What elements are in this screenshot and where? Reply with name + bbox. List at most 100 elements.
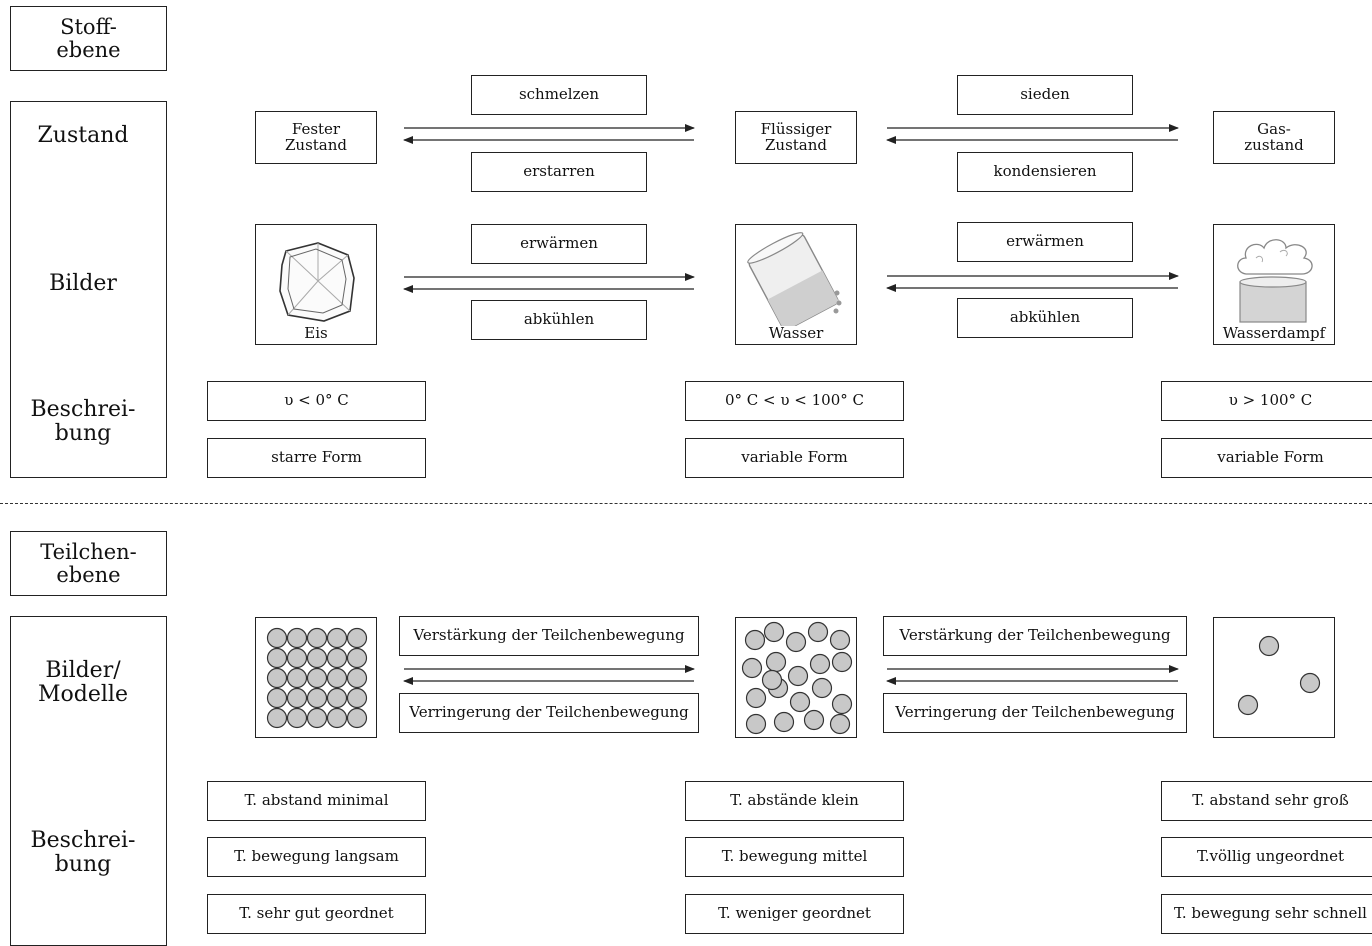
particle-liquid [787, 665, 809, 687]
model-liquid [735, 617, 857, 738]
label-kondensieren: kondensieren [957, 152, 1133, 192]
tdesc-solid-2: T. bewegung langsam [207, 837, 426, 877]
particle-liquid [803, 709, 825, 731]
teilchen-row-panel [10, 616, 167, 946]
ice-cube-icon [279, 242, 355, 322]
row-label-modelle: Bilder/ Modelle [38, 658, 128, 708]
label-erwaermen-2: erwärmen [957, 222, 1133, 262]
particle-solid [286, 687, 308, 709]
model-solid [255, 617, 377, 738]
particle-solid [306, 667, 328, 689]
state-liquid: Flüssiger Zustand [735, 111, 857, 164]
picture-caption-eis: Eis [304, 324, 328, 343]
particle-liquid [765, 651, 787, 673]
particle-solid [306, 687, 328, 709]
particle-solid [266, 687, 288, 709]
label-abkuehlen-1: abkühlen [471, 300, 647, 340]
particle-gas [1237, 694, 1259, 716]
state-solid: Fester Zustand [255, 111, 377, 164]
row-label-zustand: Zustand [37, 123, 129, 148]
stoff-row-panel [10, 101, 167, 478]
tdesc-gas-2: T.völlig ungeordnet [1161, 837, 1372, 877]
state-gas: Gas- zustand [1213, 111, 1335, 164]
liquid-particles-svg [741, 621, 853, 735]
particle-solid [326, 707, 348, 729]
particle-liquid [761, 669, 783, 691]
tdesc-liquid-2: T. bewegung mittel [685, 837, 904, 877]
desc-gas-temp: υ > 100° C [1161, 381, 1372, 421]
row-label-bilder: Bilder [49, 271, 117, 296]
particle-liquid [745, 713, 767, 735]
stoffebene-header: Stoff- ebene [10, 6, 167, 71]
particle-liquid [773, 711, 795, 733]
tdesc-solid-1: T. abstand minimal [207, 781, 426, 821]
label-schmelzen: schmelzen [471, 75, 647, 115]
tdesc-solid-3: T. sehr gut geordnet [207, 894, 426, 934]
particle-solid [346, 687, 368, 709]
label-verringerung-1: Verringerung der Teilchenbewegung [399, 693, 699, 733]
model-gas [1213, 617, 1335, 738]
particle-solid [326, 687, 348, 709]
particle-liquid [785, 631, 807, 653]
particle-liquid [811, 677, 833, 699]
picture-ice: Eis [255, 224, 377, 345]
label-verringerung-2: Verringerung der Teilchenbewegung [883, 693, 1187, 733]
picture-water: Wasser [735, 224, 857, 345]
particle-solid [286, 667, 308, 689]
particle-solid [286, 647, 308, 669]
particle-liquid [809, 653, 831, 675]
label-erstarren: erstarren [471, 152, 647, 192]
label-erwaermen-1: erwärmen [471, 224, 647, 264]
water-glass-icon [747, 232, 842, 326]
particle-solid [266, 647, 288, 669]
tdesc-liquid-3: T. weniger geordnet [685, 894, 904, 934]
particle-liquid [789, 691, 811, 713]
particle-solid [306, 707, 328, 729]
particle-solid [326, 627, 348, 649]
particle-solid [306, 627, 328, 649]
desc-solid-form: starre Form [207, 438, 426, 478]
label-abkuehlen-2: abkühlen [957, 298, 1133, 338]
section-divider [0, 503, 1372, 504]
particle-gas [1258, 635, 1280, 657]
particle-solid [266, 667, 288, 689]
desc-gas-form: variable Form [1161, 438, 1372, 478]
particle-liquid [831, 651, 853, 673]
tdesc-gas-3: T. bewegung sehr schnell [1161, 894, 1372, 934]
particle-solid [346, 627, 368, 649]
tdesc-gas-1: T. abstand sehr groß [1161, 781, 1372, 821]
particle-liquid [763, 621, 785, 643]
particle-gas [1299, 672, 1321, 694]
label-verstaerkung-1: Verstärkung der Teilchenbewegung [399, 616, 699, 656]
particle-liquid [829, 713, 851, 735]
particle-liquid [745, 687, 767, 709]
picture-caption-wasser: Wasser [768, 324, 824, 343]
desc-solid-temp: υ < 0° C [207, 381, 426, 421]
picture-caption-wasserdampf: Wasserdampf [1222, 324, 1326, 343]
tdesc-liquid-1: T. abstände klein [685, 781, 904, 821]
picture-steam: Wasserdampf [1213, 224, 1335, 345]
particle-liquid [807, 621, 829, 643]
desc-liquid-temp: 0° C < υ < 100° C [685, 381, 904, 421]
desc-liquid-form: variable Form [685, 438, 904, 478]
particle-solid [266, 707, 288, 729]
particle-solid [346, 647, 368, 669]
steam-pot-icon [1237, 239, 1313, 323]
particle-solid [326, 647, 348, 669]
particle-solid [326, 667, 348, 689]
label-verstaerkung-2: Verstärkung der Teilchenbewegung [883, 616, 1187, 656]
particle-solid [346, 667, 368, 689]
particle-liquid [831, 693, 853, 715]
particle-solid [266, 627, 288, 649]
row-label-beschreibung: Beschrei- bung [30, 397, 136, 447]
particle-liquid [829, 629, 851, 651]
particle-solid [306, 647, 328, 669]
particle-solid [286, 627, 308, 649]
label-sieden: sieden [957, 75, 1133, 115]
particle-solid [346, 707, 368, 729]
particle-liquid [741, 657, 763, 679]
particle-liquid [744, 629, 766, 651]
row-label-beschreibung-2: Beschrei- bung [30, 828, 136, 878]
gas-particles-svg [1237, 635, 1321, 716]
teilchenebene-header: Teilchen- ebene [10, 531, 167, 596]
